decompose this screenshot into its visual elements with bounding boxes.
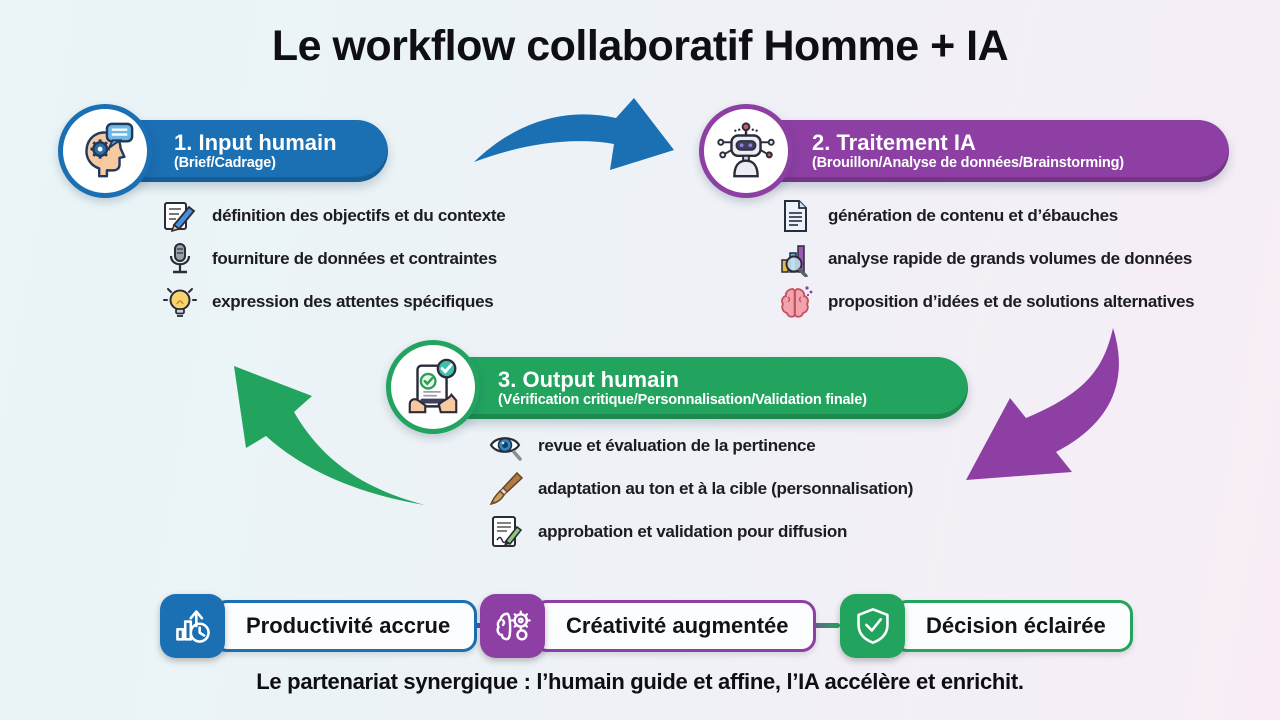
- list-item-text: approbation et validation pour diffusion: [538, 522, 848, 541]
- benefit-label: Productivité accrue: [213, 600, 478, 652]
- list-item-text: génération de contenu et d’ébauches: [828, 206, 1118, 225]
- list-item: adaptation au ton et à la cible (personn…: [488, 471, 913, 507]
- benefit-creativity: Créativité augmentée: [480, 594, 816, 658]
- list-item: fourniture de données et contraintes: [162, 241, 505, 277]
- list-item-text: analyse rapide de grands volumes de donn…: [828, 249, 1193, 268]
- list-item-text: fourniture de données et contraintes: [212, 249, 497, 268]
- benefit-label: Décision éclairée: [893, 600, 1133, 652]
- page-title: Le workflow collaboratif Homme + IA: [271, 22, 1009, 70]
- growth-clock-icon: [175, 610, 210, 643]
- step2-pill: 2. Traitement IA (Brouillon/Analyse de d…: [752, 120, 1229, 182]
- benefit-connector: [800, 623, 840, 628]
- step3-title: 3. Output humain: [498, 366, 679, 392]
- list-item: revue et évaluation de la pertinence: [488, 428, 913, 464]
- document-icon: [784, 200, 807, 232]
- brain-sparkles-icon: [781, 286, 813, 318]
- benefit-decision: Décision éclairée: [840, 594, 1133, 658]
- step1-pill: 1. Input humain (Brief/Cadrage): [112, 120, 388, 182]
- list-item-text: adaptation au ton et à la cible (personn…: [538, 479, 914, 498]
- step2-subtitle: (Brouillon/Analyse de données/Brainstorm…: [812, 154, 1124, 171]
- benefit-icon-box: [480, 594, 545, 658]
- list-item: expression des attentes spécifiques: [162, 284, 505, 320]
- step3-pill: 3. Output humain (Vérification critique/…: [440, 357, 968, 419]
- note-pencil-icon: [164, 202, 196, 233]
- tablet-check-icon: [408, 358, 458, 414]
- brain-gear-icon: [495, 610, 531, 641]
- step2-bullets: génération de contenu et d’ébauches anal…: [778, 198, 1195, 327]
- paintbrush-icon: [489, 471, 524, 506]
- step2-title: 2. Traitement IA: [812, 129, 976, 155]
- robot-icon: [717, 122, 775, 178]
- chart-magnifier-icon: [781, 245, 808, 277]
- list-item: analyse rapide de grands volumes de donn…: [778, 241, 1194, 277]
- benefit-productivity: Productivité accrue: [160, 594, 478, 658]
- list-item-text: définition des objectifs et du contexte: [212, 206, 506, 225]
- list-item-text: revue et évaluation de la pertinence: [538, 436, 816, 455]
- list-item: approbation et validation pour diffusion: [488, 514, 913, 550]
- benefit-icon-box: [160, 594, 225, 658]
- document-signature-icon: [492, 516, 523, 547]
- benefit-label: Créativité augmentée: [533, 600, 816, 652]
- step3-subtitle: (Vérification critique/Personnalisation/…: [498, 391, 867, 408]
- footer-tagline: Le partenariat synergique : l’humain gui…: [256, 669, 1024, 694]
- shield-check-icon: [856, 608, 889, 644]
- step1-title: 1. Input humain: [174, 129, 337, 155]
- list-item: définition des objectifs et du contexte: [162, 198, 506, 234]
- microphone-icon: [169, 243, 191, 274]
- list-item: proposition d’idées et de solutions alte…: [778, 284, 1195, 320]
- lightbulb-icon: [163, 288, 197, 317]
- step1-icon-circle: [58, 104, 152, 198]
- list-item: génération de contenu et d’ébauches: [778, 198, 1194, 234]
- step1-bullets: définition des objectifs et du contexte …: [162, 198, 506, 327]
- step3-icon-circle: [386, 340, 480, 434]
- arrow-step2-to-step3: [966, 328, 1119, 480]
- benefit-icon-box: [840, 594, 905, 658]
- arrow-step3-to-step1: [234, 366, 425, 505]
- arrow-step1-to-step2: [474, 98, 674, 170]
- eye-magnifier-icon: [489, 437, 522, 461]
- step2-icon-circle: [699, 104, 793, 198]
- step1-subtitle: (Brief/Cadrage): [174, 154, 276, 171]
- list-item-text: proposition d’idées et de solutions alte…: [828, 292, 1195, 311]
- list-item-text: expression des attentes spécifiques: [212, 292, 494, 311]
- head-gear-speech-icon: [85, 122, 134, 178]
- step3-bullets: revue et évaluation de la pertinence ada…: [488, 428, 913, 557]
